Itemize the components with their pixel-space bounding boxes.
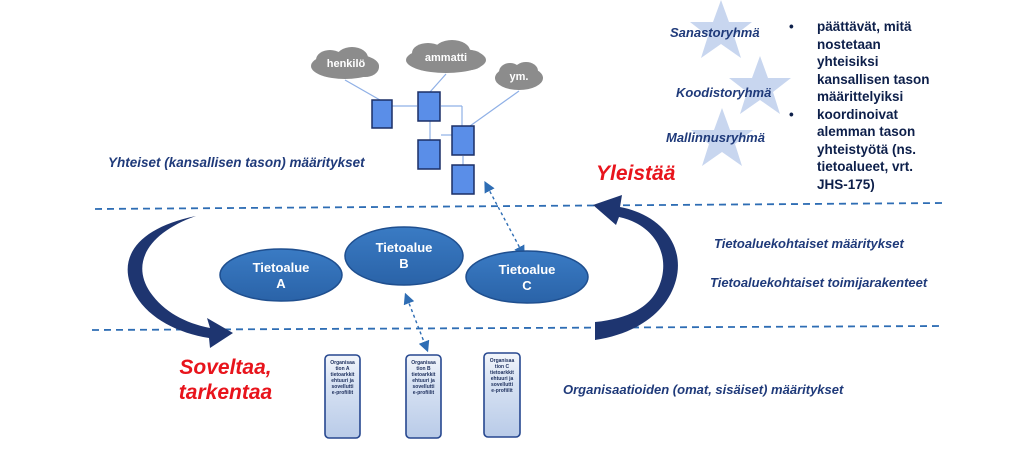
group-sanastoryhma: Sanastoryhmä [670,25,760,40]
national-definitions-label: Yhteiset (kansallisen tason) määritykset [108,155,365,170]
bullet-line: alemman tason [817,124,916,139]
doc-line: tietoarkkit [411,372,436,378]
domain-a-ellipse [219,248,343,302]
org-doc-c-text: Organisaa tion C tietoarkkit ehtuuri ja … [486,358,518,394]
doc-line: sovellutti [491,382,513,388]
org-doc-c [483,352,521,438]
bullet-line: koordinoivat [817,106,899,122]
doc-line: Organisaa [330,360,355,366]
star-icon [690,0,752,58]
org-doc-b-text: Organisaa tion B tietoarkkit ehtuuri ja … [408,360,439,396]
divider-lower [91,325,941,331]
doc-line: sovellutti [331,384,354,390]
bullet-line: määrittelyiksi [817,89,904,104]
doc-line: tion A [335,366,350,372]
org-doc-a [324,354,361,439]
group-responsibilities: • päättävät, mitä nostetaan yhteisiksi k… [789,18,930,194]
doc-line: tion B [416,366,431,372]
doc-line: ehtuuri ja [331,378,354,384]
star-icon [729,56,791,114]
box-connectors [344,73,520,165]
domain-a-title: Tietoalue [252,260,310,275]
domain-actor-structures-label: Tietoaluekohtaiset toimijarakenteet [710,275,928,290]
apply-label-line: tarkentaa [178,381,273,404]
bullet-line: kansallisen tason [817,71,930,87]
bullet-item-decide: • päättävät, mitä nostetaan yhteisiksi k… [789,18,930,106]
organization-definitions-label: Organisaatioiden (omat, sisäiset) määrit… [563,382,844,397]
doc-line: tietoarkkit [330,372,355,378]
bullet-line: nostetaan [817,36,881,52]
hierarchy-boxes [371,91,475,195]
generalize-curved-arrow [593,195,678,340]
hierarchy-box [451,125,475,156]
doc-line: e-profiilit [412,390,435,396]
star-icons [690,0,791,166]
cloud-label-ammatti: ammatti [424,52,468,64]
bullet-line: yhteistyötä (ns. [817,141,917,157]
domain-c-title: Tietoalue [498,262,556,277]
bullet-item-coordinate: • koordinoivat alemman tason yhteistyötä… [789,106,930,194]
doc-line: e-profiilit [331,390,354,396]
cloud-label-henkilo: henkilö [326,58,366,70]
bullet-dot-icon: • [789,106,794,122]
group-koodistoryhma: Koodistoryhmä [676,85,772,100]
domain-c-letter: C [522,278,532,293]
group-mallinnusryhma: Mallinnusryhmä [666,130,765,145]
cloud-ammatti [406,40,486,73]
org-doc-a-text: Organisaa tion A tietoarkkit ehtuuri ja … [327,360,358,396]
hierarchy-box [417,139,441,170]
generalize-label: Yleistää [596,162,676,185]
cloud-henkilo [311,47,379,79]
domain-a-letter: A [276,276,286,291]
link-arrow-lower [403,292,430,353]
domain-definitions-label: Tietoaluekohtaiset määritykset [714,236,904,251]
org-doc-b [405,354,442,439]
bullet-line: yhteisiksi [817,54,879,69]
doc-line: sovellutti [412,384,435,390]
doc-line: Organisaa [411,360,436,366]
domain-b-title: Tietoalue [375,240,433,255]
bullet-dot-icon: • [789,19,794,34]
doc-line: e-profiilit [491,388,513,394]
apply-label-line: Soveltaa, [179,356,272,379]
doc-line: Organisaa [489,358,515,364]
doc-line: ehtuuri ja [412,378,435,384]
domain-b-ellipse [344,226,464,286]
domain-b-label: Tietoalue B [354,240,454,272]
bullet-line: tietoalueet, vrt. [817,159,914,174]
bullet-line: päättävät, mitä [817,19,912,34]
bullet-line: JHS-175) [817,176,875,192]
domain-b-letter: B [399,256,409,271]
apply-label: Soveltaa, tarkentaa [173,355,278,405]
doc-line: tietoarkkit [490,370,514,376]
domain-c-label: Tietoalue C [477,262,577,294]
hierarchy-box [451,164,475,195]
divider-upper [94,202,946,210]
doc-line: ehtuuri ja [490,376,514,382]
domain-a-label: Tietoalue A [231,260,331,292]
cloud-label-ym: ym. [509,71,529,83]
link-arrow-upper [484,181,525,257]
cloud-ym [495,62,543,90]
domain-c-ellipse [465,250,589,304]
hierarchy-box [417,91,441,122]
hierarchy-box [371,99,393,129]
star-icon [691,108,753,166]
doc-line: tion C [494,364,510,370]
apply-curved-arrow [127,216,233,348]
